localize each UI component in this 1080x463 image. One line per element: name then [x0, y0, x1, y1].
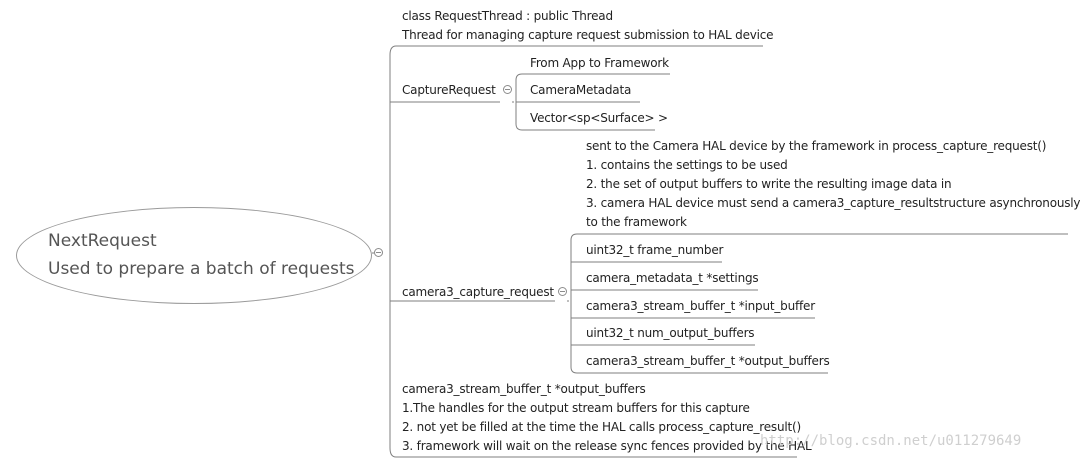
- capture-request-child[interactable]: CameraMetadata: [530, 83, 632, 97]
- camera3-note-line: 1. contains the settings to be used: [586, 158, 788, 172]
- edge-vector-surface: [515, 123, 655, 131]
- request-thread-desc: Thread for managing capture request subm…: [402, 28, 774, 42]
- camera3-field[interactable]: camera3_stream_buffer_t *output_buffers: [586, 354, 830, 368]
- camera3-field[interactable]: camera3_stream_buffer_t *input_buffer: [586, 299, 815, 313]
- camera3-note-line: 3. camera HAL device must send a camera3…: [586, 196, 1080, 210]
- capture-request-collapse-icon[interactable]: [503, 85, 512, 94]
- camera3-field[interactable]: camera_metadata_t *settings: [586, 271, 759, 285]
- camera3-note-line: to the framework: [586, 215, 687, 229]
- edge-from-app: [515, 73, 670, 81]
- camera3-note-line: sent to the Camera HAL device by the fra…: [586, 139, 1047, 153]
- request-thread-class: class RequestThread : public Thread: [402, 9, 613, 23]
- root-title: NextRequest: [48, 231, 157, 251]
- camera3-capture-request-collapse-icon[interactable]: [558, 287, 567, 296]
- camera3-field[interactable]: uint32_t num_output_buffers: [586, 326, 755, 340]
- output-buffers-note-line: 3. framework will wait on the release sy…: [402, 439, 812, 453]
- capture-request-node[interactable]: CaptureRequest: [402, 83, 496, 97]
- camera3-field[interactable]: uint32_t frame_number: [586, 243, 724, 257]
- edge-output-buffers-note: [389, 447, 797, 458]
- capture-request-child[interactable]: Vector<sp<Surface> >: [530, 111, 668, 125]
- root-subtitle: Used to prepare a batch of requests: [48, 259, 355, 279]
- camera3-capture-request-node[interactable]: camera3_capture_request: [402, 285, 554, 299]
- output-buffers-note-line: camera3_stream_buffer_t *output_buffers: [402, 382, 646, 396]
- root-node[interactable]: [16, 207, 372, 304]
- capture-request-child[interactable]: From App to Framework: [530, 56, 669, 70]
- output-buffers-note-line: 2. not yet be filled at the time the HAL…: [402, 420, 801, 434]
- edge-note: [570, 233, 1068, 241]
- root-collapse-icon[interactable]: [374, 248, 383, 257]
- output-buffers-note-line: 1.The handles for the output stream buff…: [402, 401, 750, 415]
- edge-request-thread: [389, 45, 763, 56]
- watermark-text: http://blog.csdn.net/u011279649: [760, 433, 1022, 449]
- camera3-note-line: 2. the set of output buffers to write th…: [586, 177, 952, 191]
